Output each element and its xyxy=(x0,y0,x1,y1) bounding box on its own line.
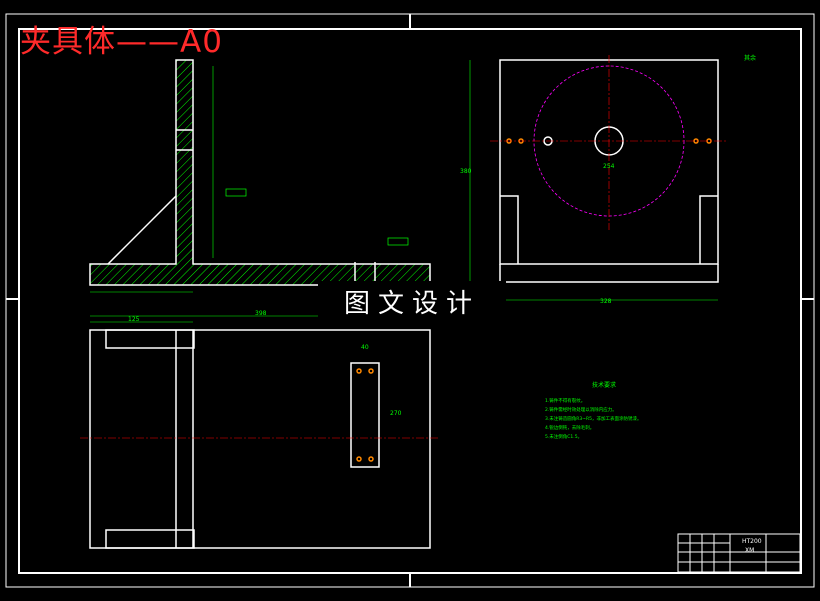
top-view xyxy=(469,55,728,301)
dim-hole-center: 254 xyxy=(603,163,615,170)
material-label: HT200 xyxy=(742,538,762,545)
dim-side-length: 398 xyxy=(255,310,267,317)
drawing-title: 夹具体——A0 xyxy=(20,24,223,60)
tech-notes-title: 技术要求 xyxy=(592,382,617,389)
tech-note-2: 2.铸件需经时效处理以消除内应力。 xyxy=(545,408,617,413)
watermark-label: 图文设计 xyxy=(318,281,506,321)
tech-note-3: 3.未注铸造圆角R3~R5，非加工表面涂防锈漆。 xyxy=(545,417,642,422)
roughness-note: 其余 xyxy=(744,55,757,62)
front-view xyxy=(89,59,431,293)
scale-label: XM xyxy=(745,547,755,554)
dim-side-offset: 125 xyxy=(128,316,140,323)
dim-top-height: 380 xyxy=(460,168,472,175)
bottom-view xyxy=(80,315,440,549)
dim-slot-width: 40 xyxy=(361,344,369,351)
dim-slot-height: 270 xyxy=(390,410,402,417)
tech-note-1: 1.铸件不得有裂纹。 xyxy=(545,399,586,404)
title-block xyxy=(677,533,801,573)
drawing-frame xyxy=(5,13,815,588)
tech-note-4: 4.锐边倒钝，去除毛刺。 xyxy=(545,426,595,431)
tech-note-5: 5.未注倒角C1.5。 xyxy=(545,435,583,440)
dim-top-width: 328 xyxy=(600,298,612,305)
